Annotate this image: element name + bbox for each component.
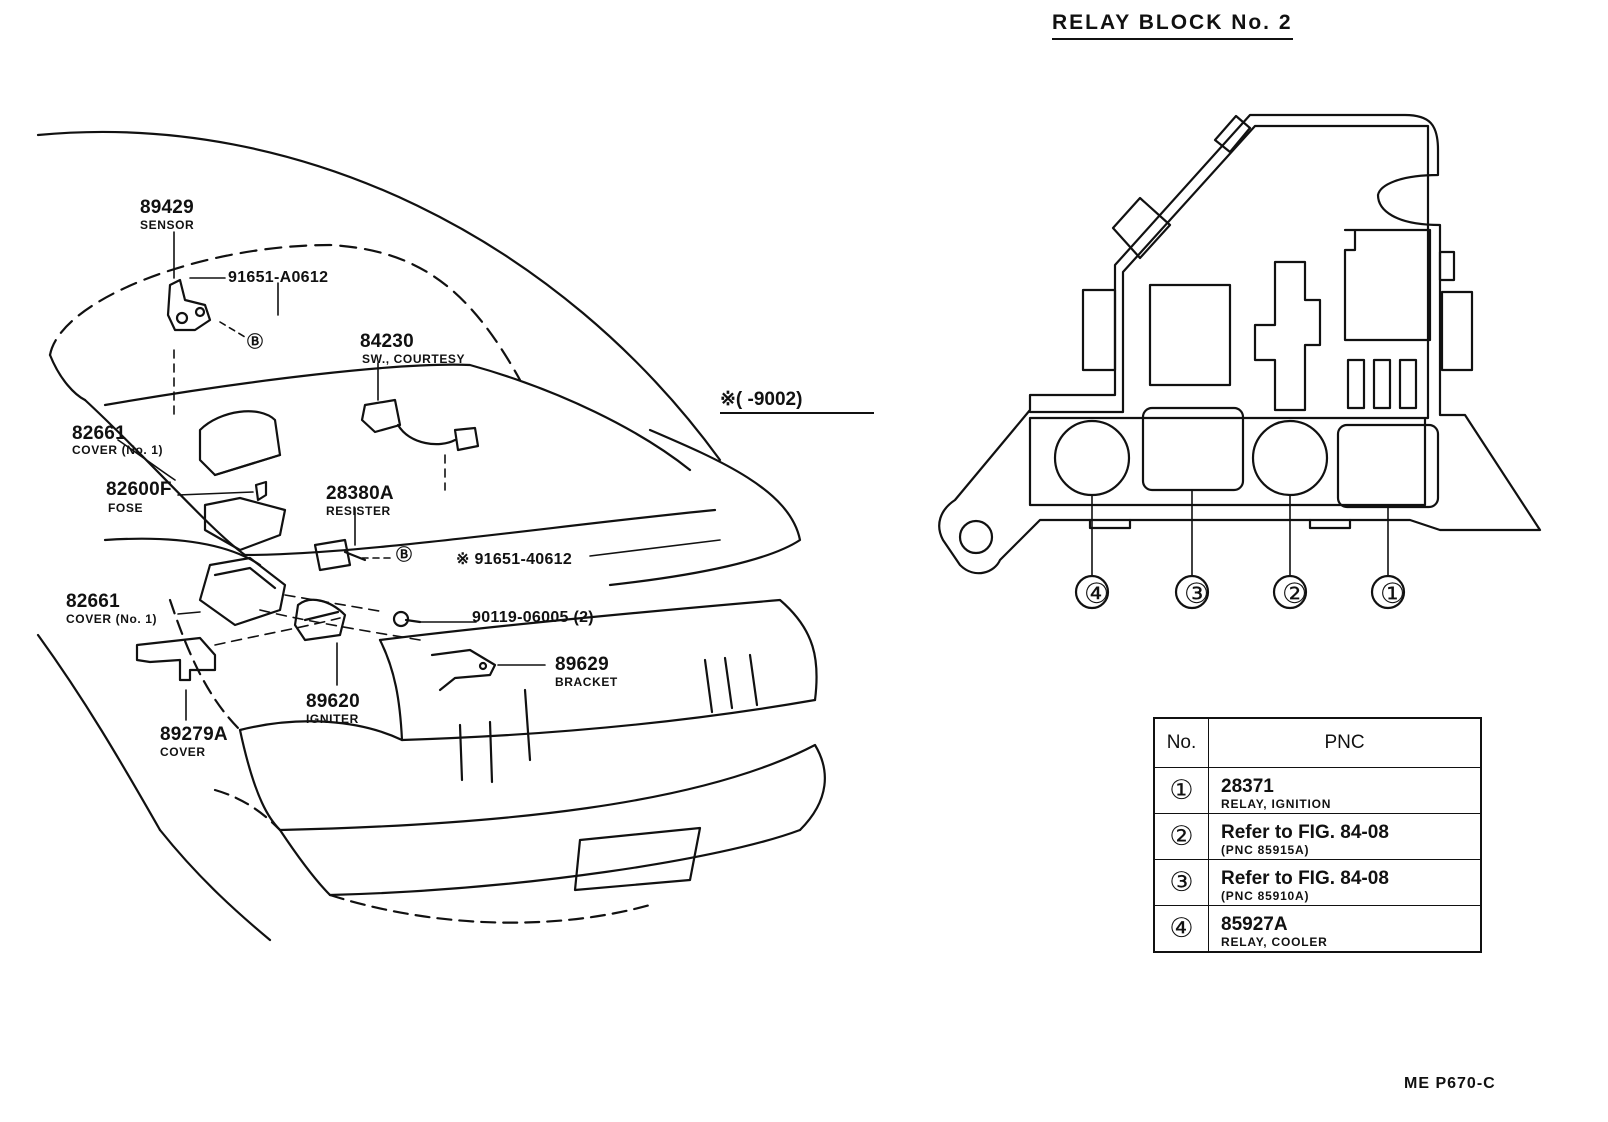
row-number: ③ [1153, 859, 1209, 906]
relay-position-3: ③ [1184, 577, 1210, 610]
relay-block-title: RELAY BLOCK No. 2 [1052, 12, 1293, 40]
row-pnc-description: RELAY, COOLER [1221, 935, 1328, 949]
bolt-part [392, 610, 422, 628]
fuse-part [254, 480, 268, 502]
row-pnc-cell: Refer to FIG. 84-08 (PNC 85910A) [1208, 859, 1482, 906]
relay-block-mount-part [198, 496, 287, 627]
row-pnc-value: 85927A [1221, 914, 1288, 935]
relay-block-no2-drawing [938, 113, 1542, 610]
table-row: ① 28371 RELAY, IGNITION [1153, 767, 1482, 814]
row-number: ④ [1153, 905, 1209, 953]
resister-part-number: 28380A [326, 483, 394, 504]
courtesy-switch-part [360, 398, 480, 452]
screw-b-part-number: ※ 91651-40612 [456, 551, 573, 568]
row-number: ② [1153, 813, 1209, 860]
relay-position-1: ① [1380, 577, 1406, 610]
bolt-part-number: 90119-06005 (2) [472, 609, 594, 626]
row-pnc-cell: 28371 RELAY, IGNITION [1208, 767, 1482, 814]
resister-part-name: RESISTER [326, 504, 391, 518]
relay-position-4: ④ [1084, 577, 1110, 610]
courtesy-switch-part-number: 84230 [360, 331, 414, 352]
leader-lines [117, 231, 721, 721]
row-pnc-description: RELAY, IGNITION [1221, 797, 1332, 811]
sensor-part-name: SENSOR [140, 218, 195, 232]
bolt-marker-b-icon: Ⓑ [396, 547, 413, 564]
courtesy-switch-part-name: SW., COURTESY [362, 352, 466, 366]
cover-bottom-part-name: COVER (No. 1) [66, 612, 158, 626]
pnc-table-header-pnc: PNC [1208, 717, 1482, 768]
pnc-table: No. PNC ① 28371 RELAY, IGNITION ② Refer … [1153, 717, 1482, 953]
relay-position-2: ② [1282, 577, 1308, 610]
cover-no1-top-part [198, 410, 282, 477]
bracket-part [430, 648, 497, 692]
row-pnc-description: (PNC 85910A) [1221, 889, 1310, 903]
cover-top-part-number: 82661 [72, 423, 126, 444]
screw-a-part-number: 91651-A0612 [228, 269, 329, 286]
fuse-part-name: FOSE [108, 501, 144, 515]
row-pnc-value: 28371 [1221, 776, 1274, 797]
car-rear-illustration [36, 130, 826, 942]
row-pnc-value: Refer to FIG. 84-08 [1221, 868, 1389, 889]
sensor-part-number: 89429 [140, 197, 194, 218]
cover-lower-part-number: 89279A [160, 724, 228, 745]
fuse-part-number: 82600F [106, 479, 172, 500]
bracket-part-number: 89629 [555, 654, 609, 675]
row-pnc-value: Refer to FIG. 84-08 [1221, 822, 1389, 843]
igniter-part-name: IGNITER [306, 712, 359, 726]
resister-part [313, 538, 367, 572]
applicability-note: ※( -9002) [720, 390, 874, 414]
cover-lower-part-name: COVER [160, 745, 206, 759]
cover-top-part-name: COVER (No. 1) [72, 443, 164, 457]
igniter-part [293, 598, 347, 642]
cover-bottom-part-number: 82661 [66, 591, 120, 612]
sensor-part [166, 278, 212, 332]
row-pnc-cell: Refer to FIG. 84-08 (PNC 85915A) [1208, 813, 1482, 860]
row-number: ① [1153, 767, 1209, 814]
table-row: ③ Refer to FIG. 84-08 (PNC 85910A) [1153, 859, 1482, 906]
pnc-table-header-row: No. PNC [1153, 717, 1482, 768]
pnc-table-header-no: No. [1153, 717, 1209, 768]
igniter-part-number: 89620 [306, 691, 360, 712]
table-row: ② Refer to FIG. 84-08 (PNC 85915A) [1153, 813, 1482, 860]
row-pnc-description: (PNC 85915A) [1221, 843, 1310, 857]
row-pnc-cell: 85927A RELAY, COOLER [1208, 905, 1482, 953]
bracket-part-name: BRACKET [555, 675, 618, 689]
cover-lower-part [135, 636, 217, 682]
figure-code: ME P670-C [1404, 1075, 1496, 1092]
bolt-marker-b-icon: Ⓑ [247, 334, 264, 351]
table-row: ④ 85927A RELAY, COOLER [1153, 905, 1482, 953]
